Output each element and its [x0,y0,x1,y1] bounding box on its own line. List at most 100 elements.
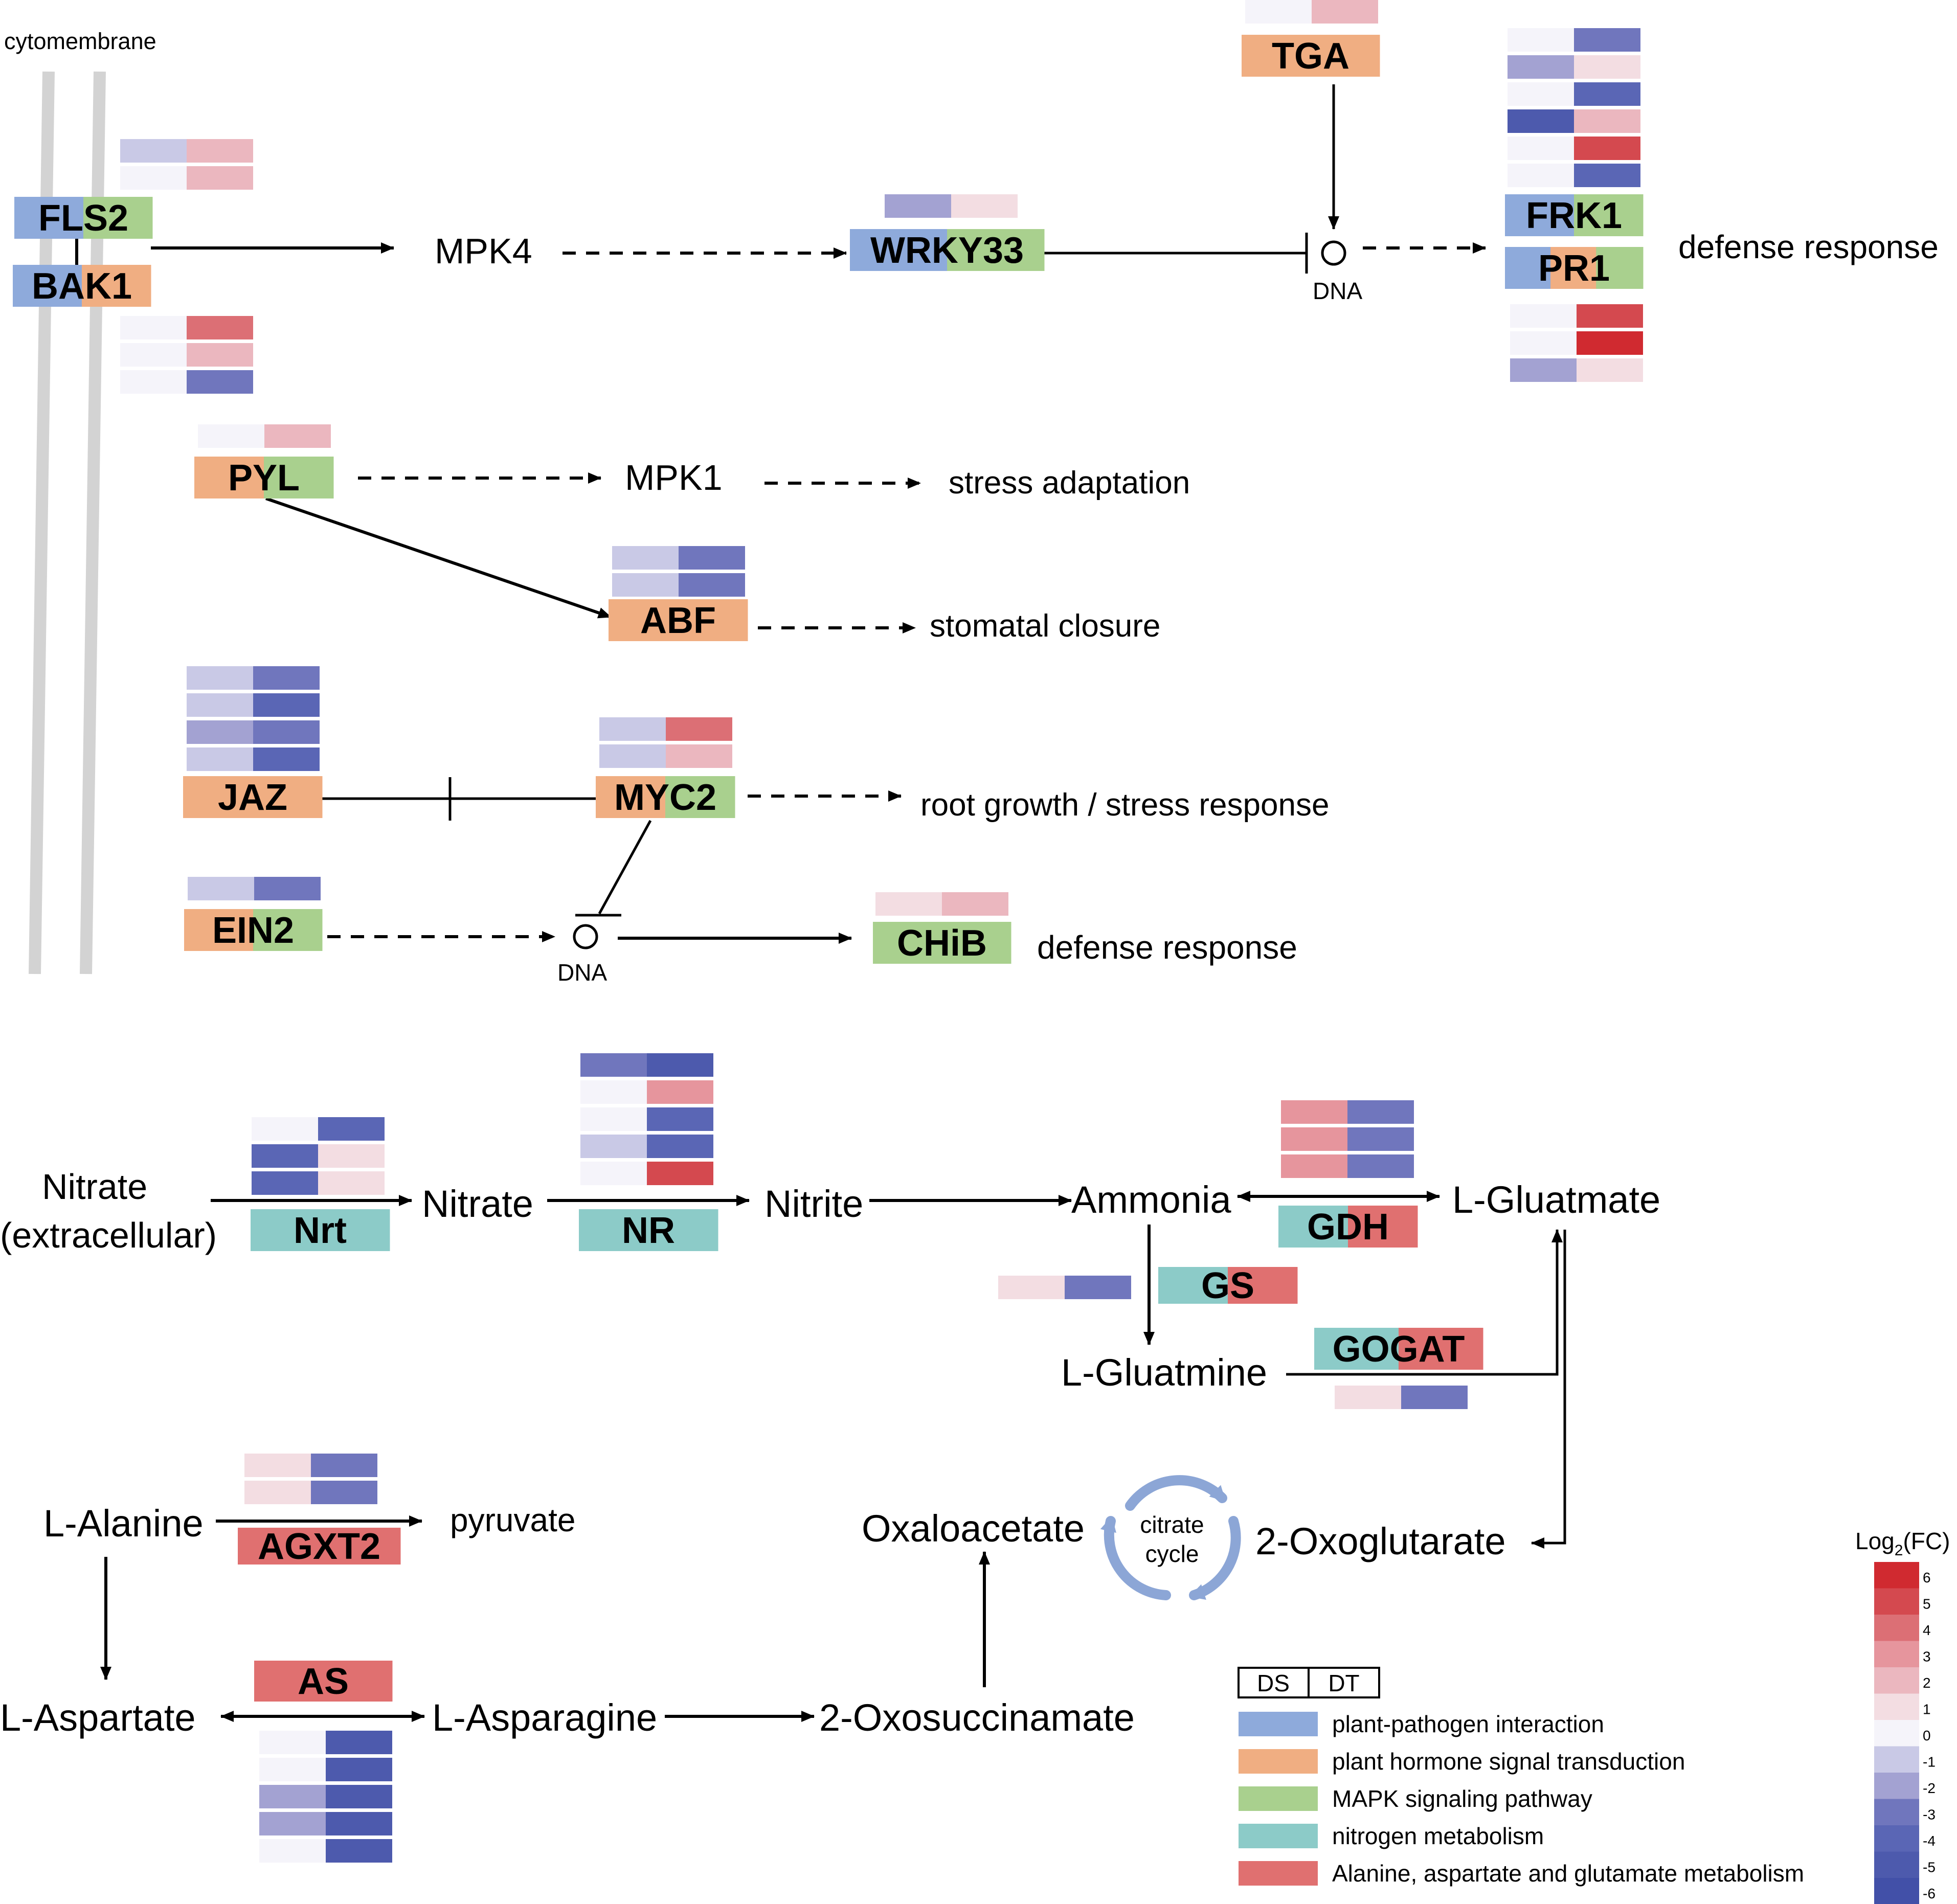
heatmap-gdh-cell [1347,1127,1414,1151]
heatmap-as-cell [326,1731,392,1754]
heatmap-frk1-cell [1508,82,1574,106]
heatmap-jaz-cell [253,747,320,771]
color-scale-tick: -3 [1923,1807,1936,1823]
heatmap-frk1-cell [1574,82,1640,106]
heatmap-nr-cell [647,1080,713,1104]
color-scale-tick: -2 [1923,1780,1936,1796]
heatmap-bak1-cell [187,370,253,394]
heatmap-pr1-cell [1577,304,1643,328]
gene-box-gdh-segment-nitrogen [1278,1206,1348,1248]
heatmap-pr1-cell [1577,331,1643,355]
gene-box-frk1-segment-pathogen [1505,194,1574,236]
gene-box-nrt-segment-nitrogen [251,1209,390,1251]
heatmap-nr-cell [580,1053,647,1077]
heatmap-as-cell [259,1758,326,1781]
gene-box-agxt2-segment-alanine [238,1528,401,1565]
heatmap-frk1-cell [1508,137,1574,160]
gene-label-nrt: Nrt [294,1210,347,1251]
gene-box-gs: GS [1158,1265,1298,1306]
legend-dt-label: DT [1328,1670,1359,1696]
gene-box-wrky33-segment-mapk [947,229,1045,271]
heatmap-myc2-cell [599,717,666,741]
heatmap-as-cell [259,1812,326,1835]
gene-box-tga: TGA [1242,35,1380,77]
color-scale-tick: 2 [1923,1675,1931,1691]
gene-label-wrky33: WRKY33 [870,230,1024,271]
dna-top-circle [1321,240,1346,266]
cytomembrane-label: cytomembrane [4,28,156,54]
gene-box-gdh-segment-alanine [1348,1206,1418,1248]
stress-adaptation-label: stress adaptation [949,465,1190,501]
heatmap-abf-cell [612,546,679,570]
heatmap-pyl-cell [264,424,331,448]
color-scale-cell [1874,1667,1919,1694]
gene-box-gs-segment-nitrogen [1158,1267,1228,1304]
nitrate-extracellular-line1: Nitrate [42,1167,147,1207]
heatmap-abf-cell [679,573,745,597]
heatmap-nr-cell [647,1135,713,1158]
gene-box-pr1-segment-hormone [1550,247,1596,289]
heatmap-agxt2-cell [311,1454,377,1477]
citrate-cycle [1100,1475,1241,1600]
heatmap-wrky33-cell [885,194,951,218]
color-scale-tick: -6 [1923,1886,1936,1901]
gene-label-pyl: PYL [228,458,300,498]
color-scale-cell [1874,1799,1919,1825]
heatmap-as-cell [259,1785,326,1808]
gene-box-chib-segment-mapk [873,922,1011,964]
nitrate-label: Nitrate [422,1183,533,1225]
oxosuccinamate-label: 2-Oxosuccinamate [819,1696,1135,1739]
dna-bottom-circle [573,924,598,949]
heatmap-gdh-cell [1281,1127,1347,1151]
heatmap-fls2-cell [187,166,253,190]
heatmap-as-cell [326,1758,392,1781]
heatmap-gs [998,1276,1131,1299]
heatmap-as [259,1731,392,1863]
heatmap-pr1-cell [1577,358,1643,382]
heatmap-pyl-cell [198,424,264,448]
myc2-to-dna-inhibit [598,820,652,915]
gene-box-ein2-segment-mapk [253,909,323,951]
heatmap-nr-cell [647,1107,713,1131]
heatmap-nrt [252,1117,385,1195]
gene-label-gogat: GOGAT [1333,1329,1465,1370]
gene-box-jaz-segment-hormone [183,776,323,818]
gene-box-frk1-segment-mapk [1574,194,1644,236]
gene-box-pr1-segment-pathogen [1505,247,1551,289]
glutamine-to-glutamate-path [1286,1229,1563,1376]
l-glutamate-label: L-Gluatmate [1452,1178,1660,1221]
scale-title-end: (FC) [1903,1528,1950,1554]
gene-box-gs-segment-alanine [1228,1267,1298,1304]
heatmap-nrt-cell [318,1144,385,1168]
gene-label-chib: CHiB [897,923,987,964]
heatmap-tga-cell [1245,0,1312,24]
oxoglutarate-label: 2-Oxoglutarate [1255,1520,1506,1562]
gene-box-myc2-segment-hormone [596,776,666,818]
color-scale-tick: 3 [1923,1649,1931,1665]
color-scale-tick: 0 [1923,1728,1931,1743]
gene-box-myc2-segment-mapk [665,776,735,818]
heatmap-as-cell [259,1731,326,1754]
heatmap-nr-cell [647,1053,713,1077]
heatmap-as-cell [326,1785,392,1808]
heatmap-nr-cell [647,1162,713,1185]
heatmap-gdh-cell [1347,1154,1414,1178]
mpk1-label: MPK1 [625,458,723,497]
heatmap-nr-cell [580,1162,647,1185]
defense-response-bottom: defense response [1037,929,1297,966]
cycle-arrow-right [1189,1516,1241,1600]
heatmap-fls2 [120,139,253,190]
glutamate-to-oxoglutarate-path [1531,1230,1566,1549]
gene-box-gogat-segment-alanine [1399,1328,1483,1370]
legend-ds-label: DS [1257,1670,1290,1696]
heatmap-abf-cell [612,573,679,597]
heatmap-frk1-cell [1574,55,1640,79]
dna-top-label: DNA [1313,278,1362,304]
gene-box-as-segment-alanine [254,1661,393,1702]
color-scale-tick: -4 [1923,1833,1936,1849]
gene-label-fls2: FLS2 [38,198,128,239]
heatmap-pyl [198,424,331,448]
heatmap-gogat-cell [1335,1386,1401,1409]
nitrate-extracellular-line2: (extracellular) [0,1215,217,1255]
